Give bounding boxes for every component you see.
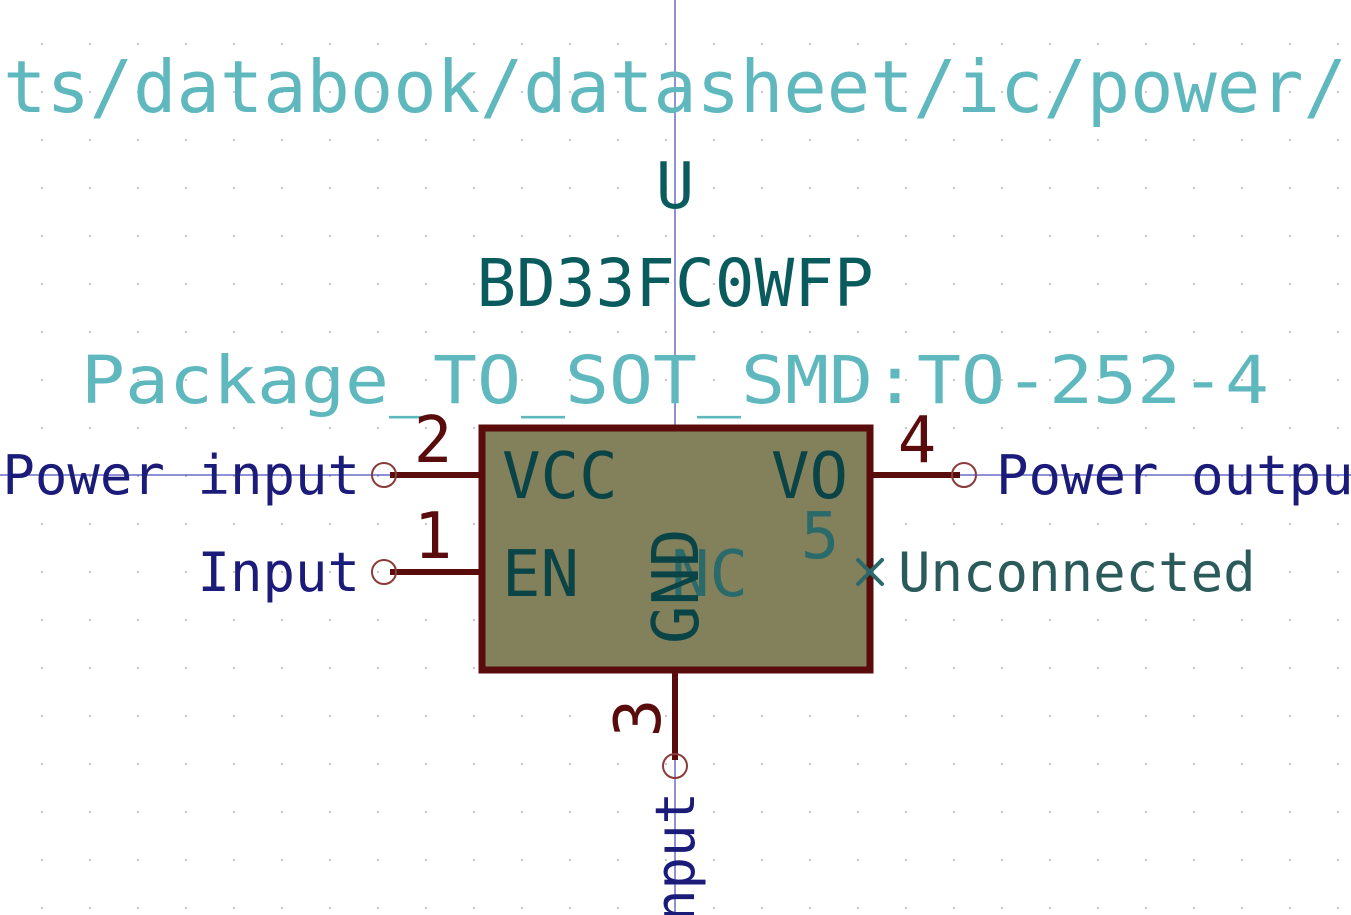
pin-type-en: Input [197,541,360,604]
pin-type-vcc: Power input [2,444,360,507]
pin-type-gnd: nput [644,792,707,915]
component-body[interactable] [478,424,874,674]
pin-name-nc: NC [671,538,748,612]
pin-end-vo [951,462,977,488]
value-field[interactable]: BD33FC0WFP [476,245,873,322]
pin-type-vo: Power output [996,444,1351,507]
pin-name-vcc: VCC [502,440,618,514]
footprint-field[interactable]: Package_TO_SOT_SMD:TO-252-4 [81,342,1269,419]
pin-name-en: EN [502,538,579,612]
reference-field[interactable]: U [656,150,695,224]
pin-end-en [371,559,397,585]
pin-number-vcc: 2 [414,404,453,478]
pin-number-gnd: 3 [602,699,676,738]
pin-number-nc: 5 [801,500,840,574]
pin-type-nc: Unconnected [898,541,1256,604]
pin-name-gnd: GND [640,528,714,644]
pin-end-gnd [662,753,688,779]
pin-name-vo: VO [771,440,848,514]
pin-end-vcc [371,462,397,488]
no-connect-marker [856,558,884,586]
pin-number-en: 1 [414,500,453,574]
datasheet-field[interactable]: cts/databook/datasheet/ic/power/l [0,45,1351,129]
pin-number-vo: 4 [898,404,937,478]
